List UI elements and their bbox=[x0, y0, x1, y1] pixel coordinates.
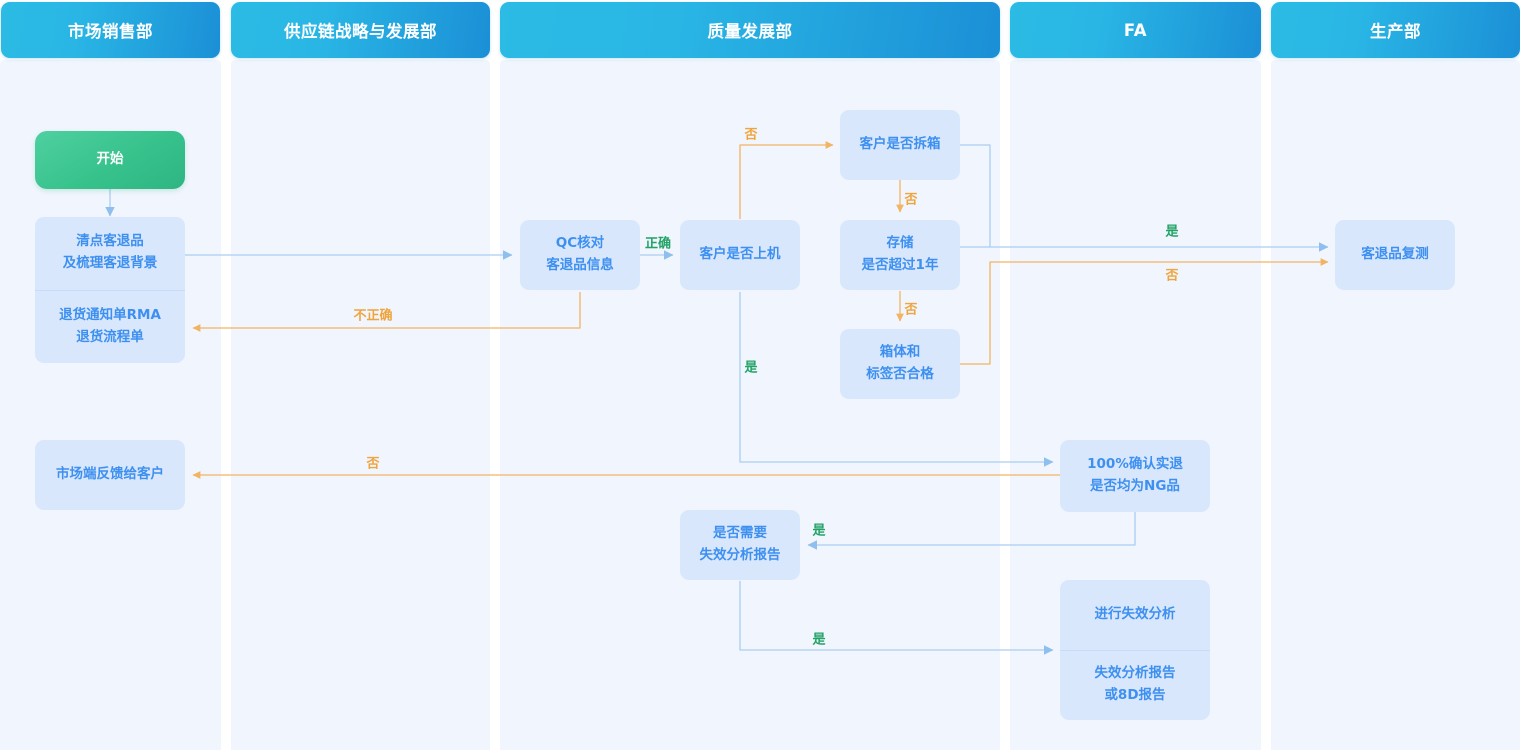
node-qc-check-line2: 客退品信息 bbox=[546, 257, 614, 273]
swimlane-title-marketing: 市场销售部 bbox=[68, 22, 153, 41]
node-customer-onmachine-label: 客户是否上机 bbox=[699, 246, 781, 263]
node-need-fa-report[interactable]: 是否需要 失效分析报告 bbox=[680, 510, 800, 580]
node-market-feedback[interactable]: 市场端反馈给客户 bbox=[35, 440, 185, 510]
lbl-qc-correct: 正确 bbox=[644, 236, 672, 252]
node-group-fa[interactable]: 进行失效分析 失效分析报告 或8D报告 bbox=[1060, 580, 1210, 720]
node-customer-unbox-label: 客户是否拆箱 bbox=[859, 136, 941, 153]
node-count-returns-line1: 清点客退品 bbox=[76, 233, 144, 250]
node-need-fa-report-line2: 失效分析报告 bbox=[699, 547, 781, 563]
swimlane-title-supply: 供应链战略与发展部 bbox=[284, 22, 437, 41]
node-qc-check[interactable]: QC核对 客退品信息 bbox=[520, 220, 640, 290]
swimlane-title-fa: FA bbox=[1123, 20, 1148, 40]
swimlane-header-fa[interactable]: FA bbox=[1010, 2, 1261, 58]
swimlane-body-production bbox=[1271, 60, 1520, 750]
node-need-fa-report-line1: 是否需要 bbox=[713, 525, 767, 542]
swimlane-title-production: 生产部 bbox=[1370, 22, 1421, 41]
lbl-need-report-yes: 是 bbox=[812, 632, 826, 648]
node-group-count-rma[interactable]: 清点客退品 及梳理客退背景 退货通知单RMA 退货流程单 bbox=[35, 217, 185, 363]
lbl-retest-no: 否 bbox=[1165, 268, 1179, 284]
node-storage-over-1year-line1: 存储 bbox=[886, 235, 914, 252]
swimlane-header-marketing[interactable]: 市场销售部 bbox=[1, 2, 220, 58]
node-storage-over-1year[interactable]: 存储 是否超过1年 bbox=[840, 220, 960, 290]
node-qc-check-line1: QC核对 bbox=[555, 235, 605, 252]
swimlane-body-supply bbox=[231, 60, 490, 750]
node-do-fa[interactable]: 进行失效分析 bbox=[1060, 580, 1210, 650]
lbl-confirm-yes: 是 bbox=[812, 523, 826, 539]
node-confirm-ng-line2: 是否均为NG品 bbox=[1090, 478, 1180, 494]
node-retest-label: 客退品复测 bbox=[1361, 246, 1429, 263]
swimlane-header-production[interactable]: 生产部 bbox=[1271, 2, 1520, 58]
lbl-retest-yes: 是 bbox=[1165, 224, 1179, 240]
node-market-feedback-label: 市场端反馈给客户 bbox=[56, 466, 164, 483]
node-customer-unbox[interactable]: 客户是否拆箱 bbox=[840, 110, 960, 180]
node-confirm-ng-line1: 100%确认实退 bbox=[1087, 456, 1183, 473]
node-count-returns-line2: 及梳理客退背景 bbox=[62, 255, 158, 272]
swimlane-title-quality: 质量发展部 bbox=[707, 22, 793, 41]
node-rma-form[interactable]: 退货通知单RMA 退货流程单 bbox=[35, 289, 185, 364]
node-box-label-ok-line1: 箱体和 bbox=[879, 344, 921, 361]
node-customer-onmachine[interactable]: 客户是否上机 bbox=[680, 220, 800, 290]
lbl-onmachine-yes: 是 bbox=[744, 360, 758, 376]
lbl-qc-incorrect: 不正确 bbox=[353, 308, 393, 324]
lbl-storage-no: 否 bbox=[904, 302, 918, 318]
swimlane-header-quality[interactable]: 质量发展部 bbox=[500, 2, 1000, 58]
node-storage-over-1year-line2: 是否超过1年 bbox=[861, 257, 939, 273]
node-box-label-ok[interactable]: 箱体和 标签否合格 bbox=[840, 329, 960, 399]
lbl-confirm-no: 否 bbox=[366, 456, 380, 472]
node-rma-form-line2: 退货流程单 bbox=[76, 328, 144, 345]
node-confirm-ng[interactable]: 100%确认实退 是否均为NG品 bbox=[1060, 440, 1210, 512]
node-box-label-ok-line2: 标签否合格 bbox=[866, 366, 934, 382]
node-rma-form-line1: 退货通知单RMA bbox=[59, 306, 161, 323]
node-fa-report[interactable]: 失效分析报告 或8D报告 bbox=[1060, 649, 1210, 721]
swimlane-header-supply[interactable]: 供应链战略与发展部 bbox=[231, 2, 490, 58]
node-fa-report-line2: 或8D报告 bbox=[1104, 687, 1166, 704]
node-start-label: 开始 bbox=[96, 151, 124, 168]
node-start[interactable]: 开始 bbox=[35, 131, 185, 189]
node-fa-report-line1: 失效分析报告 bbox=[1094, 665, 1176, 682]
lbl-unbox-no: 否 bbox=[904, 192, 918, 208]
node-do-fa-label: 进行失效分析 bbox=[1094, 605, 1176, 622]
node-retest[interactable]: 客退品复测 bbox=[1335, 220, 1455, 290]
node-count-returns[interactable]: 清点客退品 及梳理客退背景 bbox=[35, 217, 185, 290]
lbl-onmachine-no: 否 bbox=[744, 127, 758, 143]
